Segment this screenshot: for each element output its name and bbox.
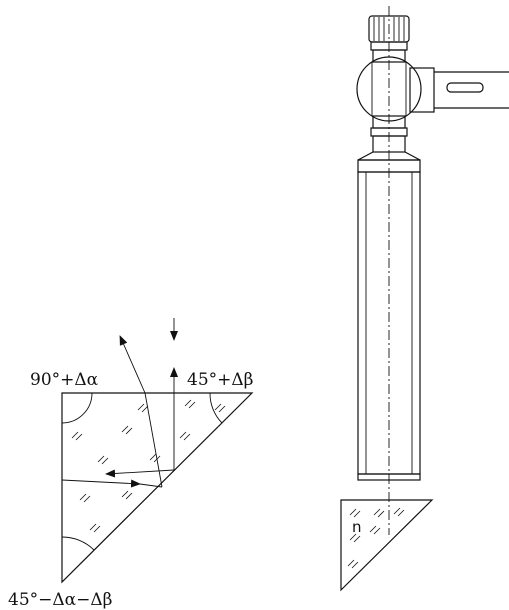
angle-arc-bottom — [61, 536, 95, 551]
small-prism — [340, 499, 434, 592]
label-angle-top-right: 45°+Δβ — [187, 370, 253, 390]
exit-ray-line — [144, 392, 163, 488]
label-angle-top-left: 90°+Δα — [30, 370, 99, 390]
prism-diagram: 90°+Δα 45°+Δβ 45°−Δα−Δβ — [8, 318, 253, 610]
label-angle-bottom: 45°−Δα−Δβ — [8, 590, 112, 610]
side-tube-body — [434, 71, 509, 109]
side-tube — [409, 67, 435, 113]
angle-arc-top-left — [61, 392, 93, 424]
reflected-ray-lower — [61, 479, 141, 488]
reflected-ray-upper — [105, 469, 175, 478]
prism-triangle — [61, 392, 254, 584]
label-refractive-index: n — [352, 518, 362, 536]
glass-hatching — [71, 399, 226, 533]
angle-arc-top-right — [209, 392, 223, 424]
autocollimator: n — [340, 6, 509, 592]
exit-ray — [119, 335, 146, 394]
